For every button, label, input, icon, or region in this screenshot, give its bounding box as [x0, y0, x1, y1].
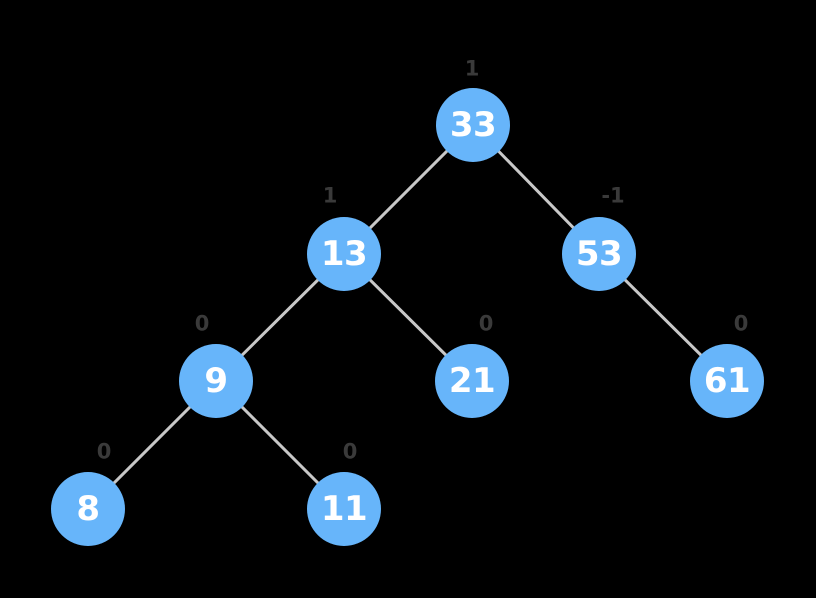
tree-node-value: 11	[320, 489, 368, 529]
tree-node[interactable]: 61	[690, 344, 764, 418]
balance-factor-label: 0	[96, 439, 112, 464]
balance-factor-label: 1	[464, 56, 480, 81]
tree-node[interactable]: 33	[436, 88, 510, 162]
balance-factor-label: 1	[322, 183, 338, 208]
tree-node[interactable]: 53	[562, 217, 636, 291]
balance-factor-label: -1	[601, 183, 625, 208]
tree-node-value: 13	[320, 234, 368, 274]
tree-node[interactable]: 21	[435, 344, 509, 418]
tree-node[interactable]: 9	[179, 344, 253, 418]
tree-node-value: 53	[575, 234, 623, 274]
tree-node-value: 9	[204, 361, 228, 401]
balance-factor-label: 0	[342, 439, 358, 464]
balance-factor-label: 0	[478, 311, 494, 336]
balance-factor-label: 0	[194, 311, 210, 336]
tree-node[interactable]: 8	[51, 472, 125, 546]
balance-factor-label: 0	[733, 311, 749, 336]
tree-node-value: 8	[76, 489, 100, 529]
tree-node-value: 33	[449, 105, 497, 145]
tree-node-value: 21	[448, 361, 496, 401]
tree-node[interactable]: 13	[307, 217, 381, 291]
tree-node[interactable]: 11	[307, 472, 381, 546]
tree-node-value: 61	[703, 361, 751, 401]
